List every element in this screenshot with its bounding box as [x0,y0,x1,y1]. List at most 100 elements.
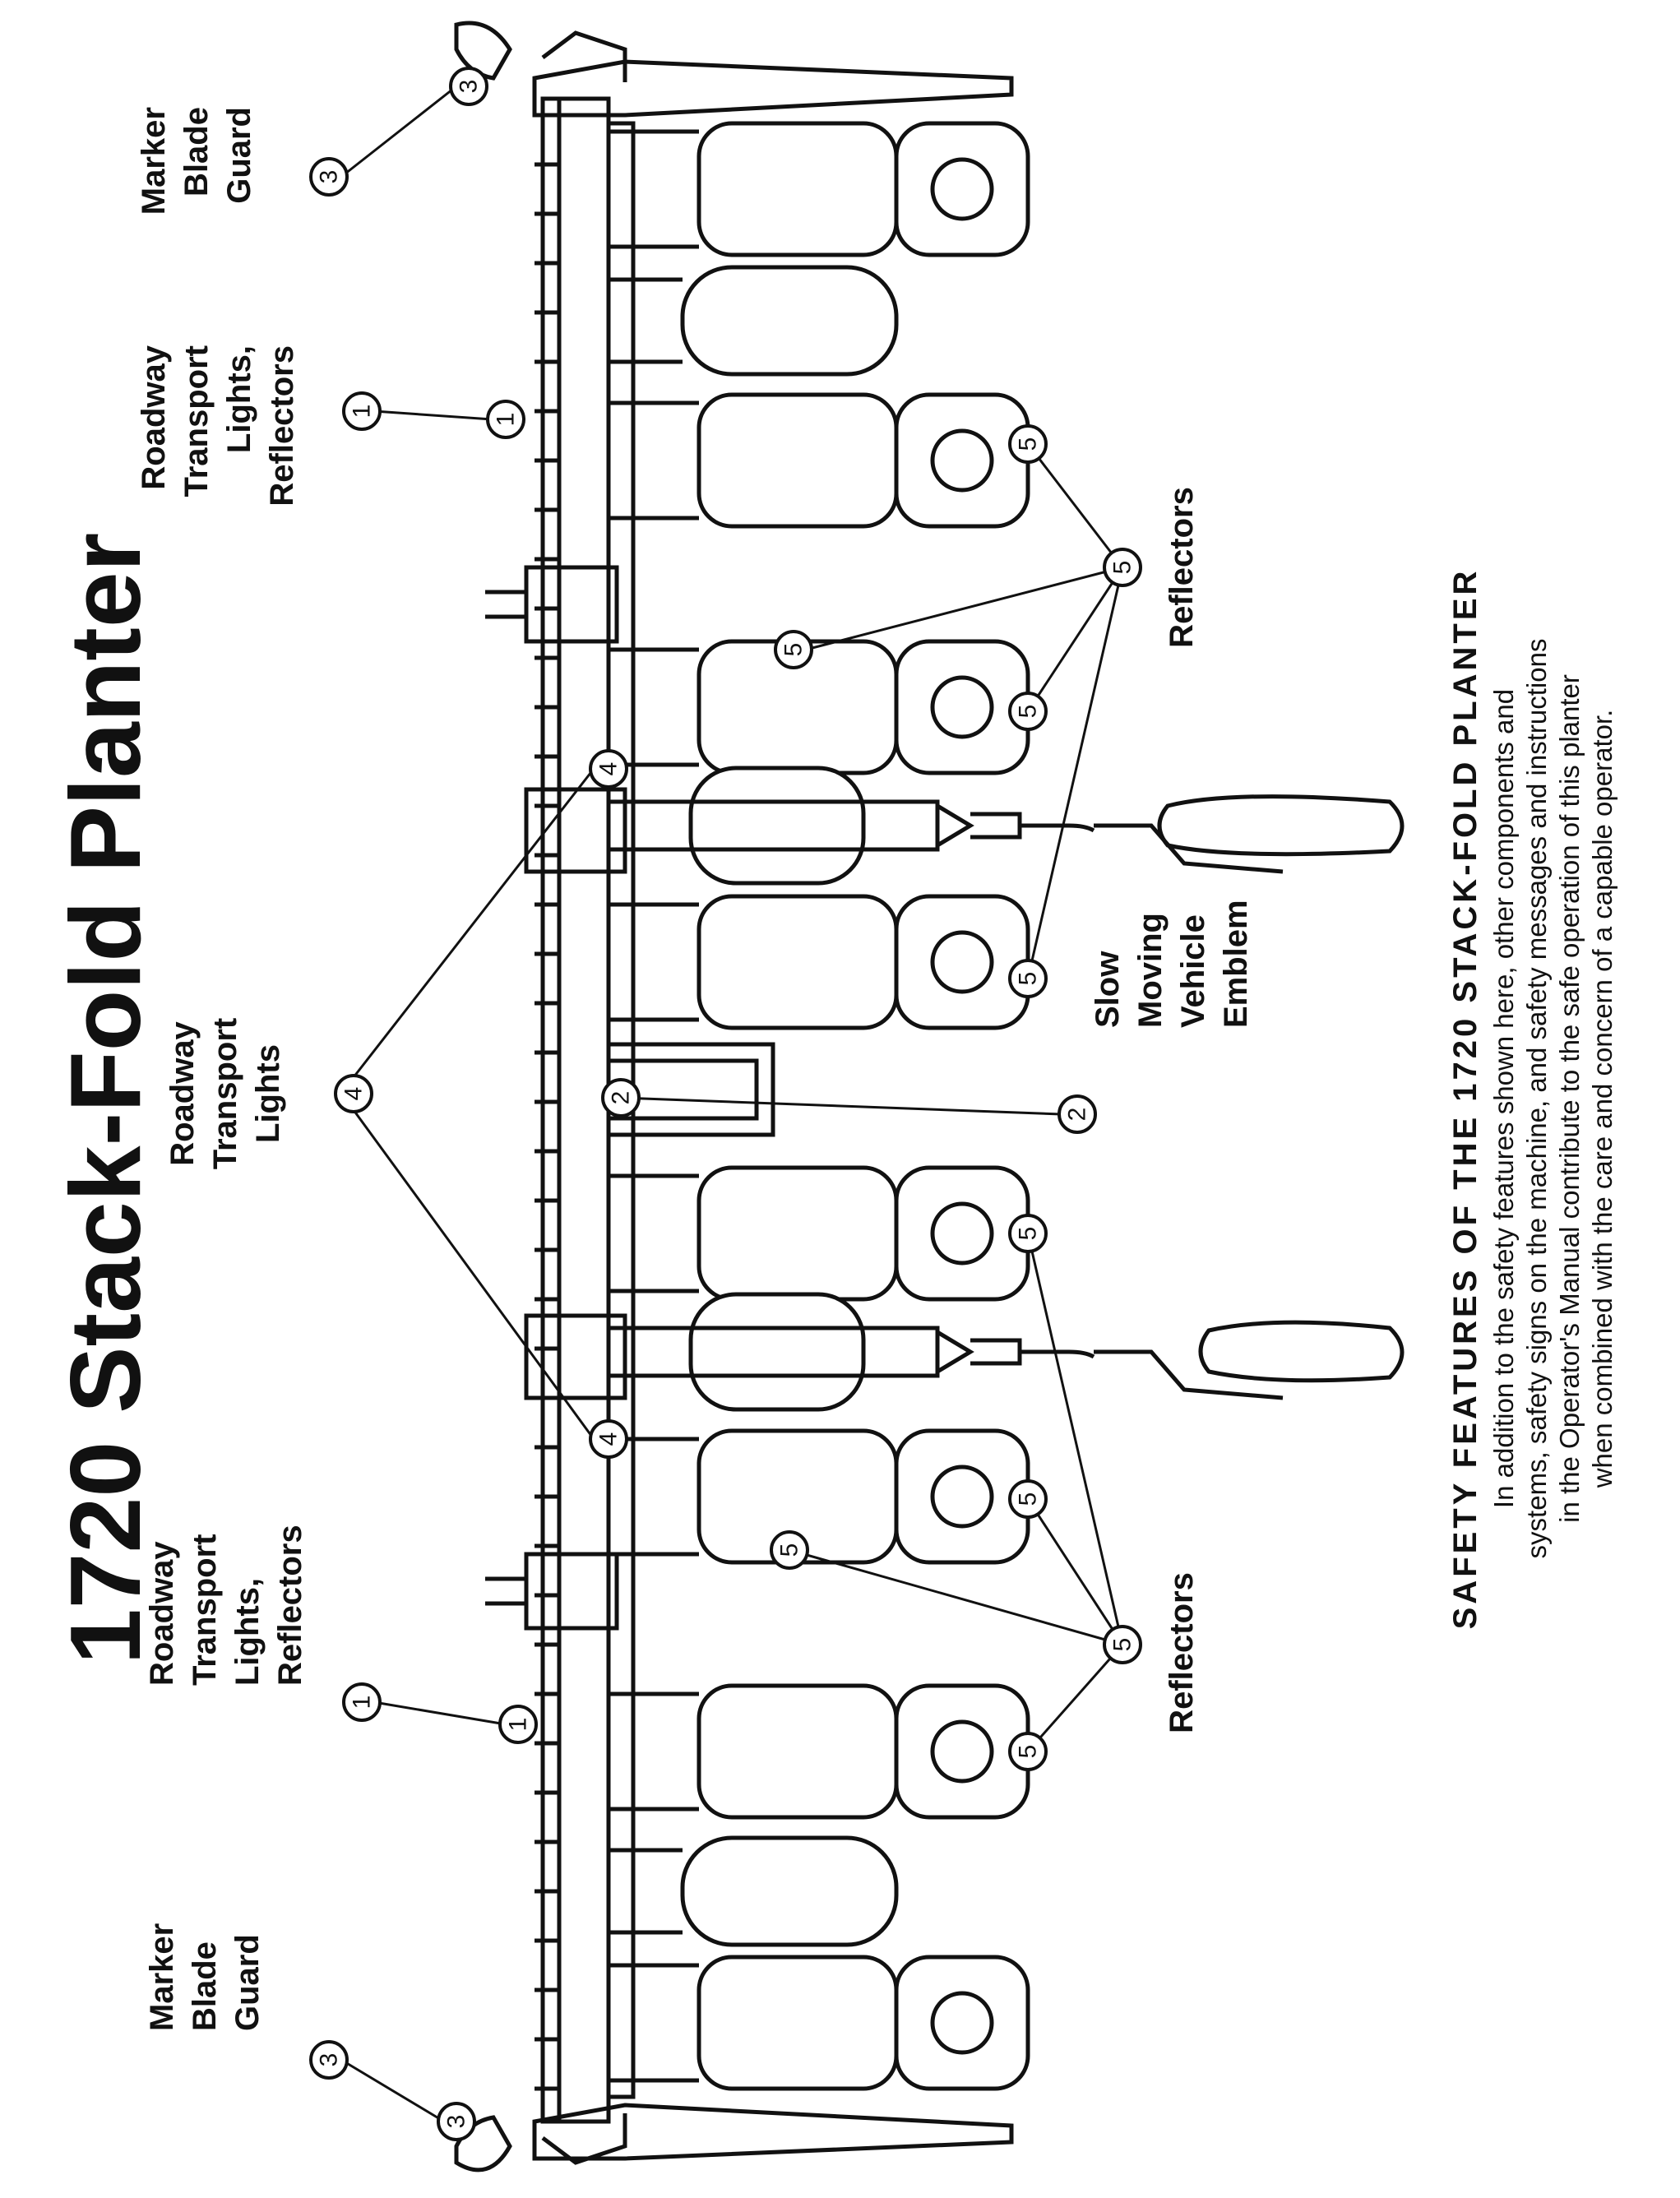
callout-three: 3 [309,157,349,197]
label-line: Emblem [1218,900,1254,1028]
row-units [535,113,1030,2091]
callout-circle [1058,1094,1097,1134]
insecticide-box [680,1835,899,1947]
seed-hopper [697,1683,899,1820]
gauge-wheel [894,894,1030,1030]
callout-three: 3 [437,2102,476,2141]
wheel-hub [930,428,994,493]
row-unit-frame [609,1437,699,1557]
insecticide-box [680,265,899,377]
label-line: Slow [1090,951,1126,1028]
wheel-hub [930,1719,994,1784]
callout-circle [601,1078,641,1118]
callout-two: 2 [1058,1094,1097,1134]
caption-line-1: In addition to the safety features shown… [1488,689,1519,1508]
callout-five: 5 [770,1530,809,1570]
callout-circle [486,400,525,439]
callout-number: 5 [780,643,808,657]
callout-one: 1 [486,400,525,439]
label-reflectors-top: Reflectors [1164,487,1200,648]
callout-circle [309,157,349,197]
callout-one: 1 [342,391,382,431]
seed-hopper [697,392,899,529]
callout-number: 5 [1015,1227,1042,1241]
label-line: Reflectors [272,1525,308,1686]
gauge-wheel [894,392,1030,529]
row-unit-frame [609,1691,699,1812]
callout-number: 3 [316,170,343,184]
label-line: Blade [178,107,215,197]
callout-number: 5 [1109,561,1136,575]
callout-circle [342,391,382,431]
callout-number: 5 [1015,705,1042,719]
callout-circle [774,630,813,669]
callout-circle [1008,424,1048,464]
callout-circle [1103,1625,1142,1664]
label-line: Lights [250,1044,286,1143]
row-unit-frame [609,129,699,249]
gauge-wheel [894,1428,1030,1565]
safety-caption: SAFETY FEATURES OF THE 1720 STACK-FOLD P… [1447,568,1618,1630]
row-unit-frame [609,400,699,521]
callout-number: 3 [443,2115,470,2129]
callout-number: 3 [456,80,483,94]
hitch-hopper [688,1292,866,1412]
caption-line-2: systems, safety signs on the machine, an… [1521,639,1552,1559]
callout-number: 1 [493,413,520,427]
callout-number: 5 [1015,1492,1042,1506]
row-unit-frame [609,1173,699,1293]
callout-five: 5 [1008,1479,1048,1519]
caption-line-3: in the Operator's Manual contribute to t… [1554,674,1585,1523]
seed-hopper [697,1955,899,2091]
callout-number: 4 [340,1087,368,1101]
label-line: Roadway [136,345,172,489]
label-line: Transport [178,345,215,497]
caption-heading: SAFETY FEATURES OF THE 1720 STACK-FOLD P… [1447,568,1483,1630]
callout-five: 5 [1008,692,1048,731]
wheel-hub [930,1991,994,2055]
gauge-wheel [894,1955,1030,2091]
callout-circle [334,1074,373,1113]
callout-number: 2 [1064,1108,1091,1122]
label-line: Blade [187,1941,223,2031]
leader-lines [340,85,1124,2123]
seed-hopper [697,894,899,1030]
callout-five: 5 [1008,1214,1048,1253]
label-line: Guard [221,107,257,204]
callout-circle [1103,548,1142,587]
label-line: Reflectors [264,345,300,507]
callout-circle [1008,692,1048,731]
callout-two: 2 [601,1078,641,1118]
callout-three: 3 [309,2040,349,2080]
callout-circle [770,1530,809,1570]
callout-five: 5 [774,630,813,669]
callout-circle [1008,1732,1048,1771]
label-line: Transport [207,1018,243,1169]
callout-number: 5 [1015,437,1042,451]
callout-circle [449,67,488,106]
callout-circle [1008,1214,1048,1253]
callout-circle [1008,959,1048,998]
callout-circle [309,2040,349,2080]
callout-one: 1 [342,1682,382,1722]
label-line: Vehicle [1175,914,1211,1028]
callout-circle [1008,1479,1048,1519]
row-unit-frame [609,647,699,767]
seed-hopper [697,1165,899,1302]
label-line: Lights, [229,1578,266,1686]
callout-number: 2 [608,1091,635,1105]
wheel-hub [930,1465,994,1529]
label-line: Marker [144,1923,180,2031]
callout-number: 5 [776,1543,803,1557]
callout-circle [342,1682,382,1722]
callout-circle [589,1419,628,1459]
callout-five: 5 [1008,959,1048,998]
label-line: Roadway [144,1541,180,1686]
wheel-hub [930,930,994,994]
